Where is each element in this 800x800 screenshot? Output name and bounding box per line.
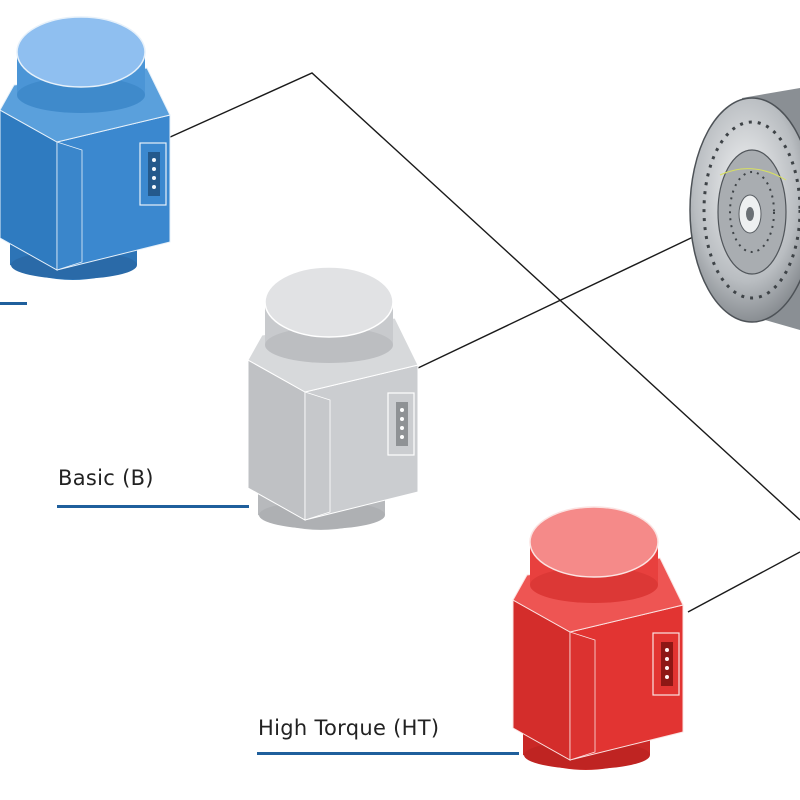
gearbox-flange-icon <box>719 168 787 181</box>
label-underline-high-torque <box>257 752 519 755</box>
connector-line-grey <box>417 227 713 369</box>
connector-lines <box>167 72 800 613</box>
label-underline-basic <box>57 505 249 508</box>
label-basic: Basic (B) <box>58 466 154 490</box>
motor-grey <box>247 266 419 530</box>
motor-blue <box>0 16 171 280</box>
motor-red <box>512 506 684 770</box>
connector-line-blue <box>167 72 800 521</box>
gearbox-unit <box>689 88 800 330</box>
connector-line-red <box>687 551 800 613</box>
label-high-torque: High Torque (HT) <box>258 716 440 740</box>
label-underline-blue <box>0 302 27 305</box>
